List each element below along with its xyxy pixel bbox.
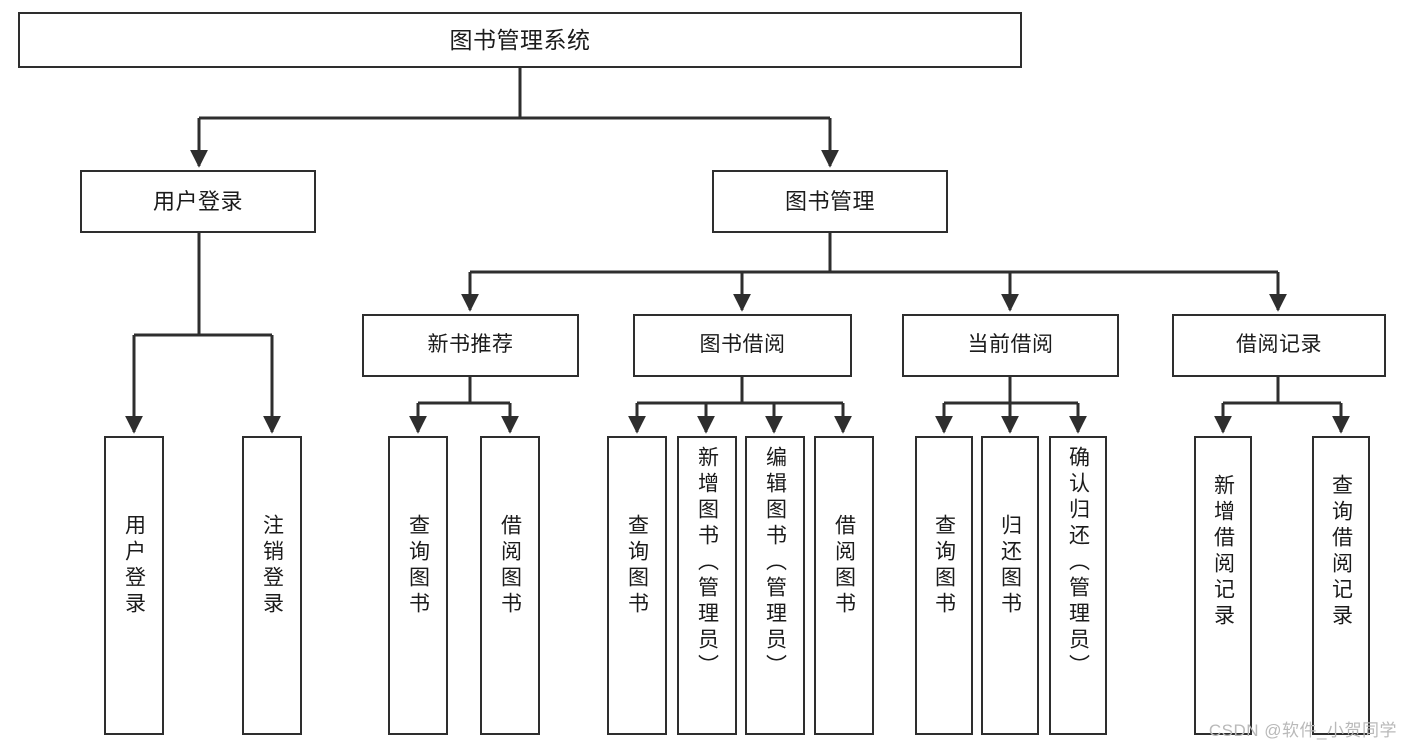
leaf-current-borrow-1[interactable]: 查询图书 bbox=[915, 436, 973, 735]
leaf-current-borrow-2-label: 归还图书 bbox=[998, 514, 1022, 618]
leaf-book-borrow-1[interactable]: 查询图书 bbox=[607, 436, 667, 735]
node-current-borrow-label: 当前借阅 bbox=[967, 333, 1054, 357]
leaf-new-book-2-label: 借阅图书 bbox=[498, 514, 522, 618]
node-root-label: 图书管理系统 bbox=[449, 26, 591, 53]
node-new-book-label: 新书推荐 bbox=[427, 333, 514, 357]
leaf-book-borrow-2[interactable]: 新增图书（管理员） bbox=[677, 436, 737, 735]
leaf-user-login-2[interactable]: 注销登录 bbox=[242, 436, 302, 735]
leaf-borrow-record-2[interactable]: 查询借阅记录 bbox=[1312, 436, 1370, 735]
node-user-login-label: 用户登录 bbox=[152, 188, 243, 214]
leaf-user-login-1[interactable]: 用户登录 bbox=[104, 436, 164, 735]
leaf-new-book-1[interactable]: 查询图书 bbox=[388, 436, 448, 735]
node-borrow-record-label: 借阅记录 bbox=[1236, 333, 1322, 357]
node-book-borrow-label: 图书借阅 bbox=[699, 333, 786, 357]
leaf-user-login-1-label: 用户登录 bbox=[122, 514, 146, 618]
leaf-book-borrow-3-label: 编辑图书（管理员） bbox=[763, 446, 787, 680]
leaf-user-login-2-label: 注销登录 bbox=[260, 514, 284, 618]
node-book-borrow[interactable]: 图书借阅 bbox=[633, 314, 852, 377]
leaf-borrow-record-2-label: 查询借阅记录 bbox=[1329, 474, 1353, 630]
leaf-borrow-record-1[interactable]: 新增借阅记录 bbox=[1194, 436, 1252, 735]
leaf-book-borrow-1-label: 查询图书 bbox=[625, 514, 649, 618]
leaf-book-borrow-3[interactable]: 编辑图书（管理员） bbox=[745, 436, 805, 735]
node-root[interactable]: 图书管理系统 bbox=[18, 12, 1022, 68]
node-new-book[interactable]: 新书推荐 bbox=[362, 314, 579, 377]
leaf-new-book-2[interactable]: 借阅图书 bbox=[480, 436, 540, 735]
node-book-manage[interactable]: 图书管理 bbox=[712, 170, 948, 233]
leaf-borrow-record-1-label: 新增借阅记录 bbox=[1211, 474, 1235, 630]
node-book-manage-label: 图书管理 bbox=[784, 188, 875, 214]
leaf-current-borrow-3-label: 确认归还（管理员） bbox=[1066, 446, 1090, 680]
leaf-book-borrow-4[interactable]: 借阅图书 bbox=[814, 436, 874, 735]
leaf-book-borrow-2-label: 新增图书（管理员） bbox=[695, 446, 719, 680]
leaf-new-book-1-label: 查询图书 bbox=[406, 514, 430, 618]
node-borrow-record[interactable]: 借阅记录 bbox=[1172, 314, 1386, 377]
leaf-current-borrow-3[interactable]: 确认归还（管理员） bbox=[1049, 436, 1107, 735]
leaf-current-borrow-1-label: 查询图书 bbox=[932, 514, 956, 618]
leaf-current-borrow-2[interactable]: 归还图书 bbox=[981, 436, 1039, 735]
leaf-book-borrow-4-label: 借阅图书 bbox=[832, 514, 856, 618]
node-current-borrow[interactable]: 当前借阅 bbox=[902, 314, 1119, 377]
node-user-login[interactable]: 用户登录 bbox=[80, 170, 316, 233]
